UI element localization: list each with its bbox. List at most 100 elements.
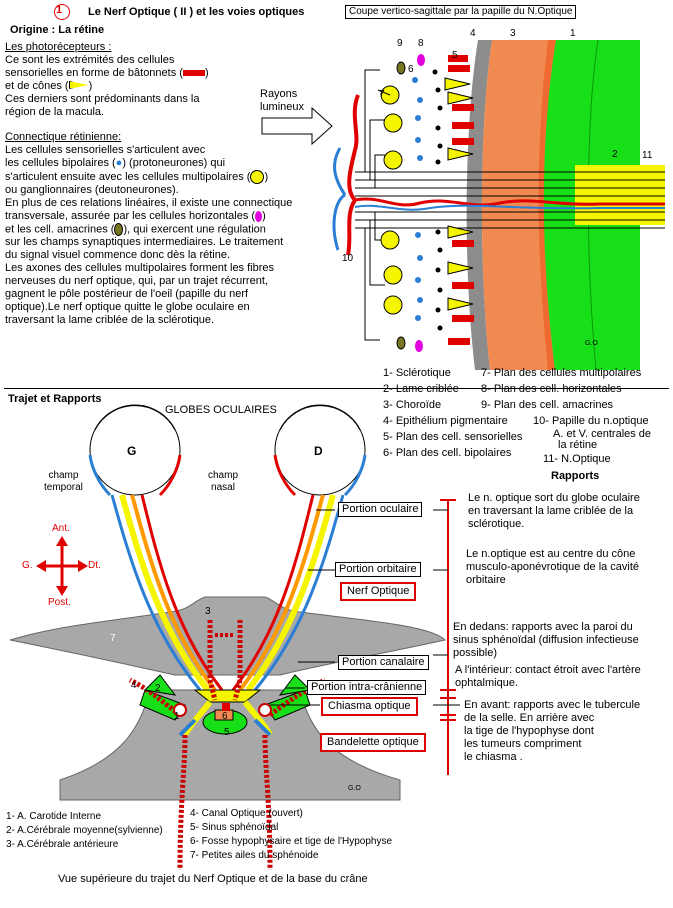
pointer-lines — [270, 509, 335, 706]
connect-line-3b: ) — [264, 170, 269, 183]
eye-d-label: D — [314, 444, 323, 458]
compass-post: Post. — [48, 597, 71, 608]
layer-num-5: 5 — [452, 50, 458, 61]
base-num-2: 2 — [155, 683, 161, 694]
orientation-compass — [40, 540, 84, 592]
retina-legend-item: 1- Sclérotique — [383, 367, 451, 379]
rapports-4: A l'intérieur: contact étroit avec l'art… — [455, 664, 641, 689]
portion-canalaire: Portion canalaire — [338, 655, 429, 670]
nerf-optique-label: Nerf Optique — [340, 582, 417, 601]
central-vein — [354, 204, 665, 211]
cell-rows-upper — [380, 54, 474, 170]
compass-g: G. — [22, 560, 33, 571]
choroid-layer — [481, 40, 560, 370]
sphenoid-body — [59, 689, 401, 801]
origine-heading: Origine : La rétine — [10, 24, 105, 36]
page-title: Le Nerf Optique ( II ) et les voies opti… — [88, 6, 305, 18]
base-num-5: 5 — [224, 727, 230, 738]
optic-nerve-bundle — [575, 165, 665, 225]
retina-legend-item: 7- Plan des cellules multipolaires — [481, 367, 642, 379]
bipolar-icon: ● — [115, 157, 123, 169]
layer-num-6: 6 — [408, 64, 414, 75]
base-signature: G.O — [348, 785, 361, 792]
light-arrow — [261, 106, 333, 146]
connect-line-6b: ) — [262, 210, 266, 222]
eye-left — [89, 404, 181, 496]
retina-legend-item: A. et V. centrales de — [553, 428, 652, 440]
base-legend-right: 4- Canal Optique (ouvert) 5- Sinus sphén… — [190, 807, 392, 863]
retina-legend-item: 6- Plan des cell. bipolaires — [383, 447, 512, 459]
rod-icon — [182, 70, 205, 76]
portion-orbitaire: Portion orbitaire — [335, 562, 421, 577]
compass-arrowheads — [36, 536, 88, 596]
bandelette-label: Bandelette optique — [320, 733, 426, 752]
connect-line-6a: transversale, assurée par les cellules h… — [5, 210, 256, 222]
rapports-heading: Rapports — [551, 470, 600, 482]
multipolar-icon — [250, 170, 265, 184]
base-num-3: 3 — [205, 606, 211, 617]
compass-ant: Ant. — [52, 523, 70, 534]
connect-line-4: ou ganglionnaires (deutoneurones). — [5, 184, 179, 196]
base-legend-item: 1- A. Carotide Interne — [6, 811, 102, 822]
champ-temporal-label: champ temporal — [44, 470, 83, 493]
photoreceptors-text-2: et de cônes ( — [5, 80, 69, 92]
photoreceptors-text-2b: ) — [88, 80, 93, 92]
eye-g-label: G — [127, 444, 137, 458]
portion-intracranienne: Portion intra-crânienne — [307, 680, 427, 695]
rayons-label: Rayons lumineux — [260, 88, 305, 113]
header-number-circle — [54, 4, 70, 20]
base-num-6: 6 — [222, 711, 228, 722]
cone-icon — [68, 81, 89, 89]
central-artery — [354, 197, 665, 207]
retina-legend-item: 8- Plan des cell. horizontales — [481, 383, 622, 395]
layer-num-11: 11 — [642, 150, 653, 161]
photoreceptors-text-1b: ) — [204, 67, 209, 79]
photoreceptors-heading: Les photorécepteurs : — [5, 41, 112, 53]
champ-nasal-label: champ nasal — [208, 470, 239, 493]
rapports-2: Le n.optique est au centre du cône muscu… — [466, 548, 640, 586]
rapports-3: En dedans: rapports avec la paroi du sin… — [453, 621, 639, 659]
layer-num-3: 3 — [510, 28, 516, 39]
retina-legend-item: 11- N.Optique — [543, 453, 611, 465]
connect-heading: Connectique rétinienne: — [5, 131, 122, 143]
connect-line-3a: s'articulent ensuite avec les cellules m… — [5, 170, 251, 183]
retina-section — [332, 39, 665, 371]
retina-legend-item: 4- Epithélium pigmentaire — [383, 415, 508, 427]
connect-line-8: sur les champs synaptiques intermediaire… — [5, 236, 284, 249]
caption: Vue supérieure du trajet du Nerf Optique… — [58, 873, 368, 885]
base-num-7: 7 — [110, 633, 116, 644]
base-legend-item: 4- Canal Optique (ouvert) — [190, 808, 303, 819]
connect-line-2a: les cellules bipolaires ( — [5, 157, 116, 169]
trajet-heading: Trajet et Rapports — [8, 393, 102, 405]
amacrine-icon — [114, 223, 124, 236]
globes-label: GLOBES OCULAIRES — [165, 404, 277, 416]
skull-base — [9, 404, 446, 871]
rapports-5: En avant: rapports avec le tubercule de … — [464, 699, 641, 763]
cell-rows-lower — [380, 225, 474, 352]
rapports-arrows — [433, 509, 460, 706]
rapports-1: Le n. optique sort du globe oculaire en … — [468, 492, 640, 530]
rapports-scale — [440, 499, 456, 775]
connect-axons: Les axones des cellules multipolaires fo… — [5, 262, 275, 327]
retina-legend-right: 7- Plan des cellules multipolaires 8- Pl… — [481, 365, 651, 467]
layer-num-10: 10 — [342, 253, 354, 264]
base-legend-item: 5- Sinus sphénoïdal — [190, 822, 279, 833]
base-legend-item: 7- Petites ailes du sphénoide — [190, 850, 319, 861]
connect-line-7b: ), qui exercent une régulation — [123, 223, 266, 236]
layer-num-9: 9 — [397, 38, 403, 49]
chiasma-label: Chiasma optique — [321, 697, 418, 716]
section-divider — [4, 388, 669, 389]
retina-legend-item: 9- Plan des cell. amacrines — [481, 399, 614, 411]
connect-block: Connectique rétinienne: Les cellules sen… — [5, 131, 305, 327]
eye-right — [274, 404, 366, 496]
base-num-1: 1 — [174, 711, 180, 722]
retina-legend-item: 3- Choroïde — [383, 399, 442, 411]
retina-signature: G.O — [585, 340, 598, 347]
retina-legend-item: 2- Lame criblée — [383, 383, 459, 395]
connect-line-9: du signal visuel commence donc dès la ré… — [5, 249, 231, 262]
connect-line-2b: ) (protoneurones) qui — [122, 157, 226, 169]
layer-num-4: 4 — [470, 28, 476, 39]
layer-num-7: 7 — [379, 89, 385, 100]
base-legend-left: 1- A. Carotide Interne 2- A.Cérébrale mo… — [6, 810, 163, 852]
